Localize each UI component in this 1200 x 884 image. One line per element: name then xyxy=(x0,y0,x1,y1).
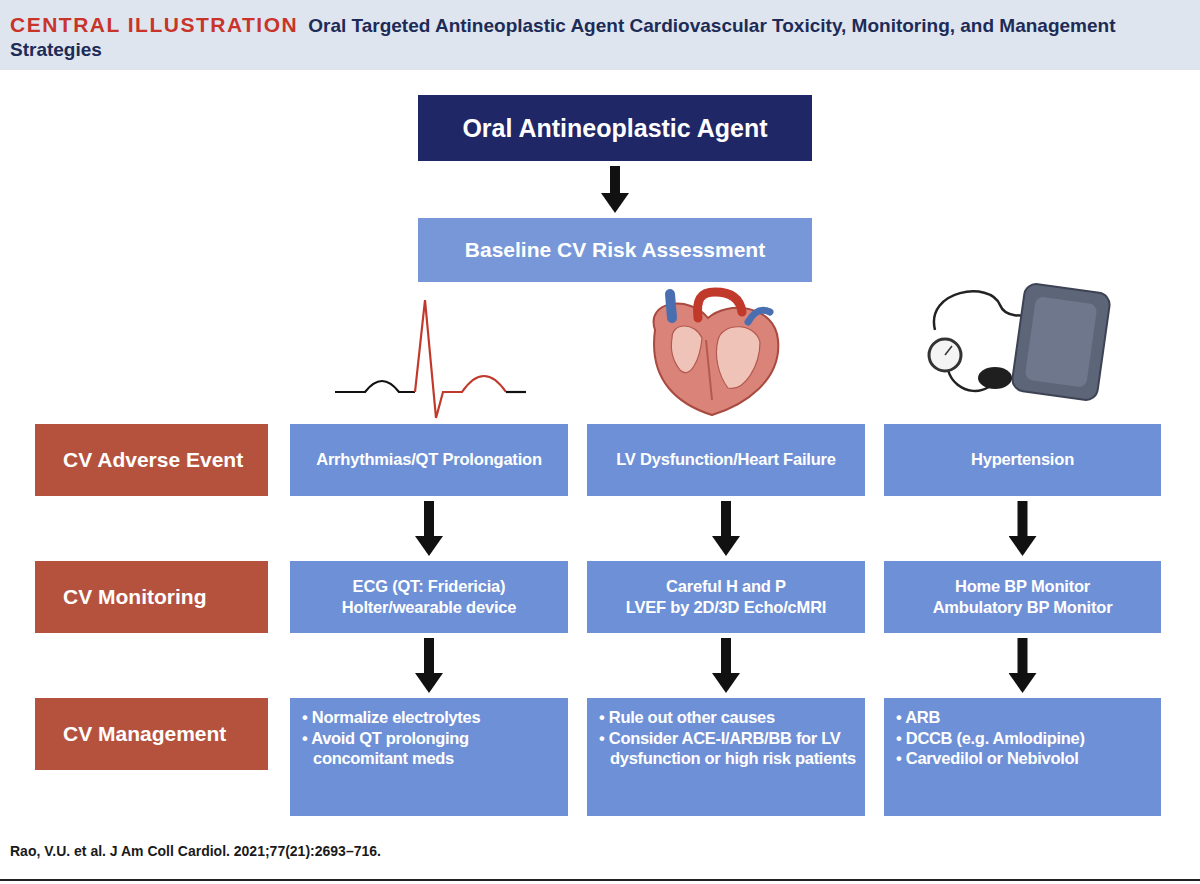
row-header: CV Management xyxy=(35,698,268,770)
node-text: Home BP Monitor xyxy=(955,576,1090,597)
flow-arrow xyxy=(1018,638,1028,673)
node-text: • ARB xyxy=(896,707,1153,728)
management-box: • Rule out other causes• Consider ACE-I/… xyxy=(587,698,865,816)
node-text: Ambulatory BP Monitor xyxy=(933,597,1113,618)
management-box: • ARB• DCCB (e.g. Amlodipine)• Carvedilo… xyxy=(884,698,1161,816)
flow-arrow xyxy=(610,166,620,193)
row-header: CV Adverse Event xyxy=(35,424,268,496)
flow-arrow xyxy=(424,501,434,536)
bp-monitor-illustration xyxy=(929,283,1111,402)
ecg-baseline xyxy=(506,391,526,393)
node-text: Careful H and P xyxy=(666,576,786,597)
node-text: Holter/wearable device xyxy=(342,597,516,618)
bp-gauge-needle xyxy=(945,346,952,355)
title-row: CENTRAL ILLUSTRATIONOral Targeted Antine… xyxy=(10,12,1120,61)
ecg-baseline xyxy=(335,381,415,392)
node-text: CV Management xyxy=(63,722,226,746)
flow-arrow xyxy=(721,501,731,536)
event-box: LV Dysfunction/Heart Failure xyxy=(587,424,865,496)
event-box: Hypertension xyxy=(884,424,1161,496)
ecg-qrs xyxy=(415,300,506,418)
monitoring-box: Careful H and PLVEF by 2D/3D Echo/cMRI xyxy=(587,561,865,633)
node-text: CV Adverse Event xyxy=(63,448,243,472)
node-text: • Normalize electrolytes xyxy=(302,707,560,728)
flow-arrow xyxy=(721,638,731,673)
heart-septum xyxy=(706,340,712,400)
figure-label: CENTRAL ILLUSTRATION xyxy=(10,13,298,36)
node-text: Baseline CV Risk Assessment xyxy=(465,238,765,262)
bp-gauge xyxy=(929,339,961,371)
node-text: • Carvedilol or Nebivolol xyxy=(896,748,1153,769)
pulmonary-vessel xyxy=(748,310,770,322)
event-box: Arrhythmias/QT Prolongation xyxy=(290,424,568,496)
flow-arrow xyxy=(424,638,434,673)
vena-cava xyxy=(670,294,672,318)
node-text: • Avoid QT prolonging concomitant meds xyxy=(302,728,560,769)
ecg-waveform xyxy=(335,300,526,418)
node-text: Hypertension xyxy=(971,449,1074,470)
bp-cuff-panel xyxy=(1024,296,1097,388)
bottom-rule xyxy=(0,879,1200,881)
title-band xyxy=(0,0,1200,70)
heart-illustration xyxy=(654,292,779,415)
node-text: ECG (QT: Fridericia) xyxy=(353,576,506,597)
row-header: CV Monitoring xyxy=(35,561,268,633)
figure-caption: Rao, V.U. et al. J Am Coll Cardiol. 2021… xyxy=(10,843,381,859)
bp-bulb xyxy=(978,367,1012,389)
management-box: • Normalize electrolytes• Avoid QT prolo… xyxy=(290,698,568,816)
node-text: CV Monitoring xyxy=(63,585,206,609)
heart-chamber xyxy=(671,326,702,373)
node-text: • Consider ACE-I/ARB/BB for LV dysfuncti… xyxy=(599,728,857,769)
agent-box: Oral Antineoplastic Agent xyxy=(418,95,812,161)
monitoring-box: Home BP MonitorAmbulatory BP Monitor xyxy=(884,561,1161,633)
node-text: LVEF by 2D/3D Echo/cMRI xyxy=(626,597,826,618)
node-text: • Rule out other causes xyxy=(599,707,857,728)
monitoring-box: ECG (QT: Fridericia)Holter/wearable devi… xyxy=(290,561,568,633)
node-text: LV Dysfunction/Heart Failure xyxy=(616,449,836,470)
heart-chamber xyxy=(716,327,760,389)
bp-cuff xyxy=(1011,283,1111,402)
node-text: • DCCB (e.g. Amlodipine) xyxy=(896,728,1153,749)
node-text: Oral Antineoplastic Agent xyxy=(462,114,767,143)
aorta xyxy=(698,292,742,318)
flow-arrow xyxy=(1018,501,1028,536)
assessment-box: Baseline CV Risk Assessment xyxy=(418,218,812,282)
node-text: Arrhythmias/QT Prolongation xyxy=(316,449,542,470)
